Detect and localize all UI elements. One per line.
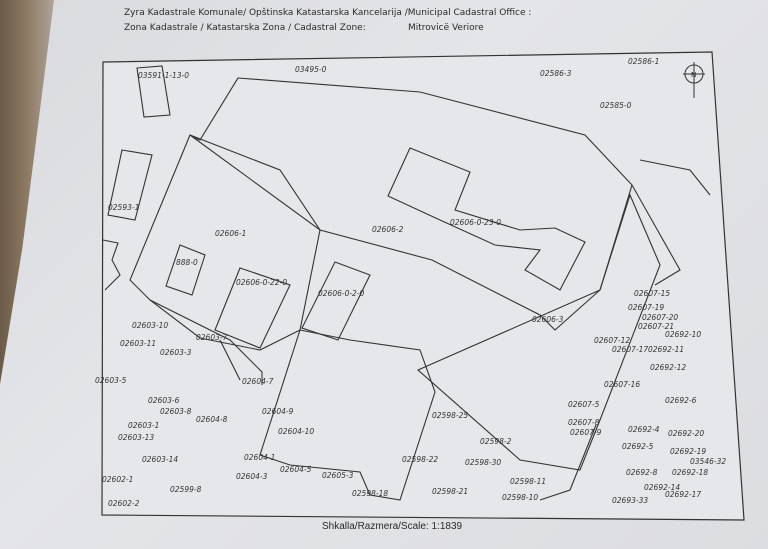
parcel-label: 02692-5 <box>622 442 654 451</box>
parcel-label: 02586-3 <box>540 69 572 78</box>
map-frame <box>101 51 745 521</box>
parcel-label: 02607-12 <box>594 336 630 345</box>
parcel-label: 02598-25 <box>432 411 468 420</box>
parcel-label: 02604-5 <box>280 465 312 474</box>
zone-label: Zona Kadastrale / Katastarska Zona / Cad… <box>124 23 366 33</box>
parcel-label: 02603-1 <box>128 421 159 430</box>
parcel-label: 02692-19 <box>670 447 706 456</box>
parcel-label: 02603-7 <box>196 333 228 342</box>
parcel-label: 02607-5 <box>568 400 600 409</box>
parcel-label: 02598-18 <box>352 489 388 498</box>
parcel-label: 02604-1 <box>244 453 275 462</box>
parcel-label: 02604-8 <box>196 415 228 424</box>
zone-value: Mitrovicë Veriore <box>408 23 484 33</box>
parcel-label: 02606-1 <box>215 229 246 238</box>
parcel-label: 02603-10 <box>132 321 168 330</box>
parcel-label: 02598-2 <box>480 437 512 446</box>
parcel-label: 02692-6 <box>665 396 697 405</box>
parcel-label: 02692-14 <box>644 483 680 492</box>
parcel-label: 02603-3 <box>160 348 192 357</box>
parcel-label: 02602-1 <box>102 475 133 484</box>
parcel-label: 02585-0 <box>600 101 632 110</box>
parcel-label: 03495-0 <box>295 65 327 74</box>
parcel-label: 02692-4 <box>628 425 660 434</box>
parcel-label: 02598-22 <box>402 455 438 464</box>
compass-letter: N <box>691 71 696 79</box>
parcel-label: 02692-18 <box>672 468 708 477</box>
parcel-label: 02593-1 <box>108 203 139 212</box>
parcel-label: 02606-0-22-0 <box>236 278 287 287</box>
parcel-label: 02605-3 <box>322 471 354 480</box>
parcel-label: 02607-19 <box>628 303 664 312</box>
parcel-label: 02603-14 <box>142 455 178 464</box>
parcel-label: 02606-2 <box>372 225 404 234</box>
parcel-label: 02607-21 <box>638 322 674 331</box>
parcel-label: 02604-10 <box>278 427 314 436</box>
compass-icon: N <box>683 62 705 98</box>
parcel-label: 02692-8 <box>626 468 658 477</box>
parcel-label: 02607-16 <box>604 380 640 389</box>
parcel-label: 03591-1-13-0 <box>138 71 189 80</box>
parcel-labels: 03591-1-13-0 03495-0 02586-3 02586-1 02585-0… <box>95 57 726 508</box>
parcel-label: 02607-20 <box>642 313 678 322</box>
parcel-label: 02607-8 <box>568 418 600 427</box>
parcel-label: 02606-0-23-0 <box>450 218 501 227</box>
parcel-label: 02606-3 <box>532 315 564 324</box>
map-scale: Shkalla/Razmera/Scale: 1:1839 <box>322 521 463 532</box>
parcel-label: 02693-33 <box>612 496 648 505</box>
parcel-label: 02607-17 <box>612 345 648 354</box>
parcel-label: 888-0 <box>176 258 198 267</box>
parcel-label: 02603-6 <box>148 396 180 405</box>
parcel-label: 02604-9 <box>262 407 294 416</box>
parcel-label: 02692-11 <box>648 345 684 354</box>
parcel-label: 02603-11 <box>120 339 156 348</box>
parcel-boundaries <box>102 65 711 501</box>
parcel-label: 02692-17 <box>665 490 701 499</box>
parcel-label: 02598-10 <box>502 493 538 502</box>
parcel-label: 02598-30 <box>465 458 501 467</box>
parcel-label: 02604-3 <box>236 472 268 481</box>
parcel-label: 02692-12 <box>650 363 686 372</box>
parcel-label: 02603-13 <box>118 433 154 442</box>
parcel-label: 02603-8 <box>160 407 192 416</box>
parcel-label: 03546-32 <box>690 457 726 466</box>
parcel-label: 02603-5 <box>95 376 127 385</box>
parcel-label: 02598-21 <box>432 487 468 496</box>
parcel-label: 02607-15 <box>634 289 670 298</box>
parcel-label: 02598-11 <box>510 477 546 486</box>
office-header: Zyra Kadastrale Komunale/ Opštinska Kata… <box>124 8 532 18</box>
parcel-label: 02602-2 <box>108 499 140 508</box>
parcel-label: 02606-0-2-0 <box>318 289 365 298</box>
parcel-label: 02599-8 <box>170 485 202 494</box>
parcel-label: 02607-9 <box>570 428 602 437</box>
parcel-label: 02586-1 <box>628 57 659 66</box>
parcel-label: 02692-20 <box>668 429 704 438</box>
parcel-label: 02604-7 <box>242 377 274 386</box>
parcel-label: 02692-10 <box>665 330 701 339</box>
